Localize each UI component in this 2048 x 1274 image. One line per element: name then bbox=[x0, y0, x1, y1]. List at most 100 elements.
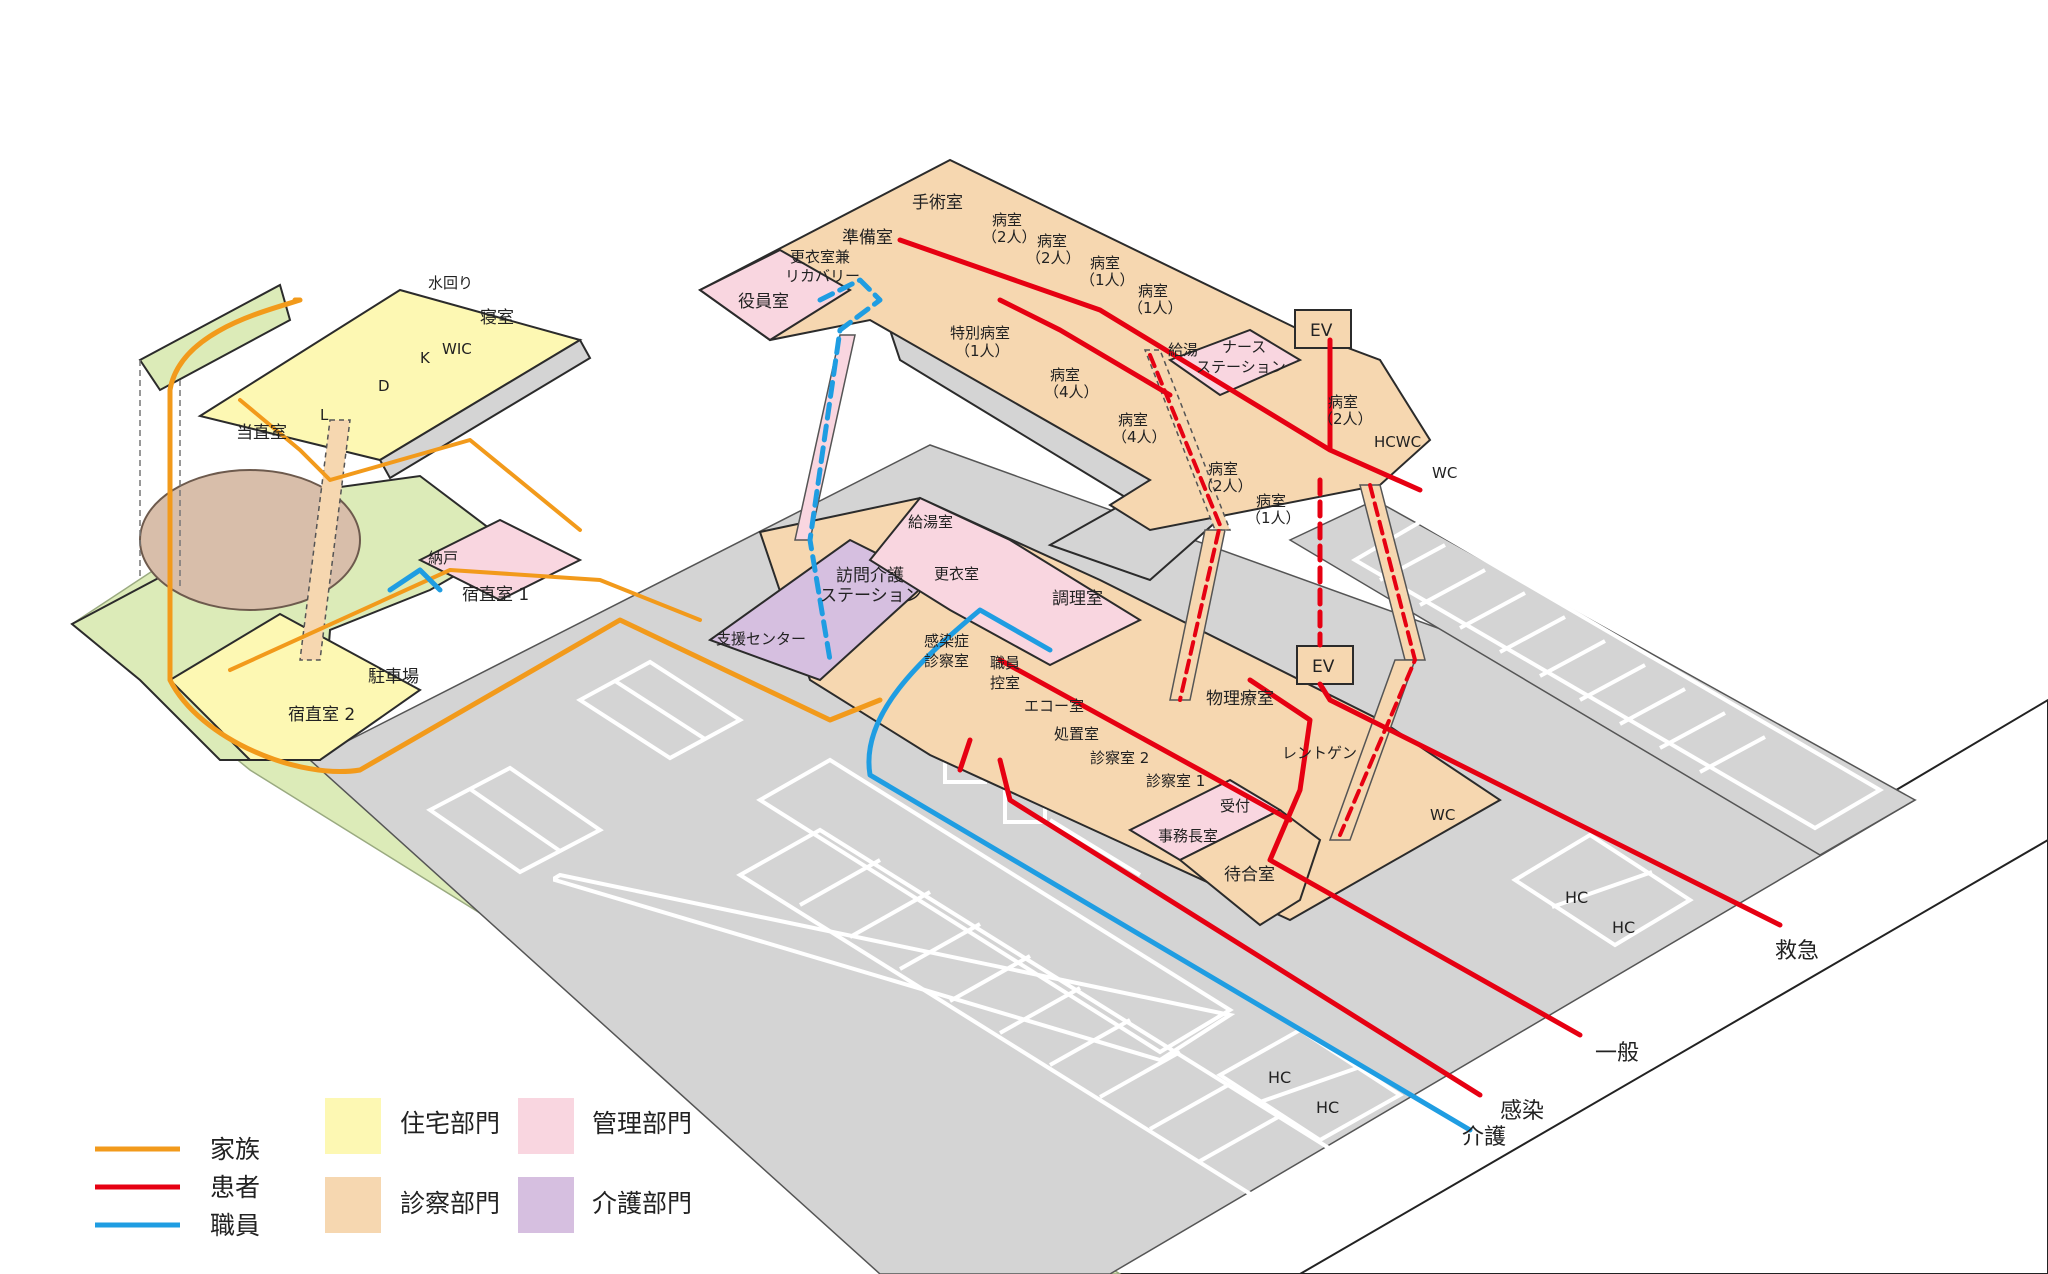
label-treatment: 処置室 bbox=[1054, 725, 1099, 743]
upper-floor-rooms bbox=[698, 158, 1432, 532]
legend: 家族 患者 職員 住宅部門 管理部門 診察部門 介護部門 bbox=[95, 1098, 692, 1240]
site: HC HC HC HC bbox=[70, 444, 2048, 1274]
route-patient-infection bbox=[997, 757, 1483, 1098]
house-upper-deck bbox=[138, 283, 292, 392]
night-room-1-block bbox=[417, 518, 583, 602]
label-bedroom: 寝室 bbox=[480, 307, 514, 328]
entrance-emergency: 救急 bbox=[1775, 939, 1819, 964]
parking-stalls bbox=[426, 519, 1884, 1228]
label-ward-1p-b-1: 病室 bbox=[1138, 282, 1168, 300]
entrance-general: 一般 bbox=[1595, 1041, 1639, 1066]
legend-family-label: 家族 bbox=[210, 1135, 260, 1164]
house-complex bbox=[70, 283, 592, 761]
route-patient-general bbox=[1247, 677, 1583, 1038]
entrance-care: 介護 bbox=[1462, 1125, 1506, 1150]
route-family-2 bbox=[228, 568, 702, 672]
legend-care-swatch bbox=[518, 1177, 574, 1233]
route-family bbox=[167, 297, 883, 774]
legend-staff-label: 職員 bbox=[210, 1211, 260, 1240]
label-staff-rest-1: 職員 bbox=[990, 654, 1020, 672]
entrance-labels: 救急 一般 感染 介護 bbox=[1462, 939, 1819, 1150]
label-infection-1: 感染症 bbox=[924, 632, 969, 650]
label-ward-1p-a-2: （1人） bbox=[1080, 271, 1135, 289]
admin-block bbox=[868, 496, 1143, 667]
label-ward-2p-b-1: 病室 bbox=[1037, 232, 1067, 250]
label-ev-lower: EV bbox=[1312, 657, 1335, 677]
label-storage: 納戸 bbox=[428, 549, 458, 567]
hc-lot-1: HC bbox=[1565, 888, 1588, 907]
label-kyuto: 給湯 bbox=[1168, 341, 1198, 359]
label-waiting: 待合室 bbox=[1224, 865, 1275, 885]
label-support-center: 支援センター bbox=[716, 630, 806, 648]
label-kyuto-room: 給湯室 bbox=[908, 513, 953, 531]
label-ward-4p-b-2: （4人） bbox=[1112, 428, 1167, 446]
label-wc-lower: WC bbox=[1430, 806, 1455, 824]
label-ward-2p-d-2: （2人） bbox=[1198, 477, 1253, 495]
route-patient-shaft-2 bbox=[1338, 483, 1417, 837]
label-ward-4p-a-1: 病室 bbox=[1050, 366, 1080, 384]
label-water: 水回り bbox=[428, 274, 473, 292]
label-wic: WIC bbox=[442, 340, 472, 358]
label-ward-2p-c-1: 病室 bbox=[1328, 393, 1358, 411]
label-locker: 更衣室 bbox=[934, 565, 979, 583]
legend-admin-swatch bbox=[518, 1098, 574, 1154]
label-exam-1: 診察室 1 bbox=[1146, 772, 1205, 790]
label-ward-1p-a-1: 病室 bbox=[1090, 254, 1120, 272]
label-night-room-2: 宿直室 2 bbox=[288, 705, 355, 725]
legend-clinic-swatch bbox=[325, 1177, 381, 1233]
house-lower bbox=[168, 612, 422, 761]
label-xray: レントゲン bbox=[1282, 744, 1357, 762]
label-duty-room: 当直室 bbox=[236, 423, 287, 443]
road-edge bbox=[1299, 839, 2048, 1274]
label-ev-upper: EV bbox=[1310, 321, 1333, 341]
route-staff-3 bbox=[387, 567, 443, 593]
route-patient-infection-2 bbox=[957, 737, 973, 773]
ev-upper-box bbox=[1294, 309, 1352, 349]
route-staff bbox=[866, 607, 1473, 1133]
ev-lower-box bbox=[1296, 645, 1354, 685]
legend-clinic-label: 診察部門 bbox=[400, 1189, 500, 1218]
house-upper-grey bbox=[378, 338, 592, 480]
routes bbox=[167, 237, 1783, 1133]
label-special-ward-2: （1人） bbox=[955, 342, 1010, 360]
label-changing-2: リカバリー bbox=[785, 267, 860, 285]
label-ward-2p-d-1: 病室 bbox=[1208, 460, 1238, 478]
route-patient-ground bbox=[997, 657, 1293, 823]
route-staff-2 bbox=[807, 277, 883, 663]
label-living: L bbox=[320, 406, 329, 424]
label-ward-2p-b-2: （2人） bbox=[1026, 249, 1081, 267]
legend-care-label: 介護部門 bbox=[592, 1189, 692, 1218]
route-family-3 bbox=[238, 398, 582, 532]
hc-lot-3: HC bbox=[1268, 1068, 1291, 1087]
label-ward-1p-c-2: （1人） bbox=[1246, 509, 1301, 527]
legend-routes: 家族 患者 職員 bbox=[95, 1135, 260, 1240]
nurse-station bbox=[1167, 328, 1303, 397]
legend-housing-swatch bbox=[325, 1098, 381, 1154]
label-exam-2: 診察室 2 bbox=[1090, 749, 1149, 767]
hc-lot-2: HC bbox=[1612, 918, 1635, 937]
waiting-room bbox=[1178, 808, 1322, 927]
label-surgery: 手術室 bbox=[912, 193, 963, 213]
label-office-chief: 事務長室 bbox=[1158, 827, 1218, 845]
route-patient-emergency bbox=[1317, 681, 1783, 928]
route-patient-upper-2 bbox=[997, 297, 1173, 398]
legend-departments: 住宅部門 管理部門 診察部門 介護部門 bbox=[325, 1098, 692, 1233]
label-night-room-1: 宿直室 1 bbox=[462, 585, 529, 605]
label-echo: エコー室 bbox=[1024, 697, 1084, 715]
label-wc-upper: WC bbox=[1432, 464, 1457, 482]
label-ward-1p-c-1: 病室 bbox=[1256, 492, 1286, 510]
legend-housing-label: 住宅部門 bbox=[400, 1109, 500, 1138]
label-infection-2: 診察室 bbox=[924, 652, 969, 670]
label-ward-4p-a-2: （4人） bbox=[1044, 383, 1099, 401]
label-visit-care-1: 訪問介護 bbox=[836, 566, 904, 586]
label-changing-1: 更衣室兼 bbox=[790, 248, 850, 266]
route-patient-upper bbox=[897, 237, 1423, 493]
label-prep: 準備室 bbox=[842, 228, 893, 248]
label-dining: D bbox=[378, 377, 390, 395]
legend-patient-label: 患者 bbox=[210, 1173, 260, 1202]
label-nurse-1: ナース bbox=[1222, 338, 1266, 356]
stair-shaft bbox=[299, 419, 351, 661]
label-staff-rest-2: 控室 bbox=[990, 674, 1020, 692]
route-patient-shaft bbox=[1148, 353, 1222, 702]
executive-room bbox=[698, 248, 852, 342]
